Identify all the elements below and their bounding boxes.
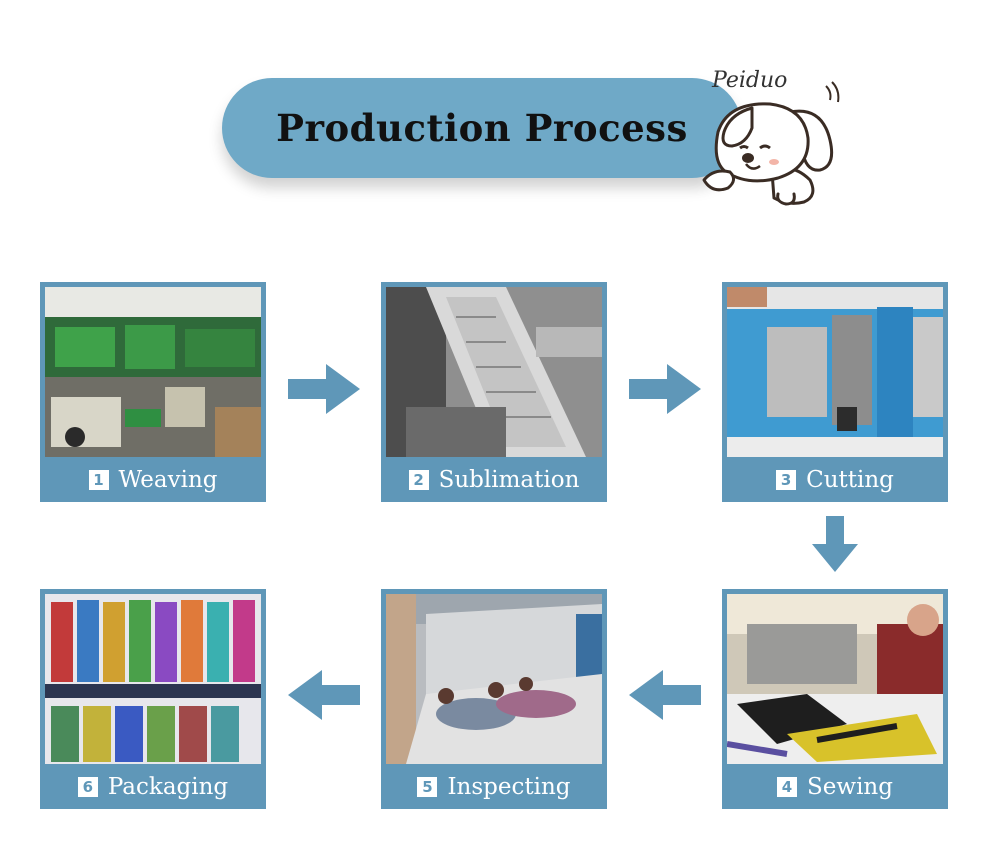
- step-card-weaving: 1 Weaving: [40, 282, 266, 502]
- step-number: 3: [776, 469, 797, 490]
- step-caption: 6 Packaging: [40, 764, 266, 809]
- step-number: 6: [77, 776, 98, 797]
- cutting-photo: [727, 287, 943, 457]
- packaging-photo: [45, 594, 261, 764]
- arrow-left-icon: [288, 670, 360, 720]
- brand-logo-text: Peiduo: [712, 68, 788, 93]
- sewing-photo: [727, 594, 943, 764]
- step-label: Inspecting: [447, 773, 571, 800]
- step-label: Weaving: [118, 466, 218, 493]
- step-label: Cutting: [806, 466, 894, 493]
- inspecting-photo: [386, 594, 602, 764]
- step-number: 4: [777, 776, 798, 797]
- sublimation-photo: [386, 287, 602, 457]
- step-caption: 5 Inspecting: [381, 764, 607, 809]
- step-label: Packaging: [107, 773, 229, 800]
- step-number: 5: [417, 776, 438, 797]
- step-card-sublimation: 2 Sublimation: [381, 282, 607, 502]
- step-card-sewing: 4 Sewing: [722, 589, 948, 809]
- weaving-photo: [45, 287, 261, 457]
- step-card-packaging: 6 Packaging: [40, 589, 266, 809]
- step-card-cutting: 3 Cutting: [722, 282, 948, 502]
- step-number: 2: [408, 469, 429, 490]
- arrow-right-icon: [629, 364, 701, 414]
- arrow-down-icon: [812, 516, 858, 572]
- title-banner: [222, 78, 742, 178]
- step-label: Sewing: [807, 773, 893, 800]
- step-caption: 2 Sublimation: [381, 457, 607, 502]
- step-card-inspecting: 5 Inspecting: [381, 589, 607, 809]
- arrow-left-icon: [629, 670, 701, 720]
- step-caption: 1 Weaving: [40, 457, 266, 502]
- step-label: Sublimation: [438, 466, 580, 493]
- arrow-right-icon: [288, 364, 360, 414]
- page-title: Production Process: [276, 106, 688, 150]
- step-number: 1: [88, 469, 109, 490]
- dog-mascot-icon: [702, 81, 840, 206]
- step-caption: 3 Cutting: [722, 457, 948, 502]
- step-caption: 4 Sewing: [722, 764, 948, 809]
